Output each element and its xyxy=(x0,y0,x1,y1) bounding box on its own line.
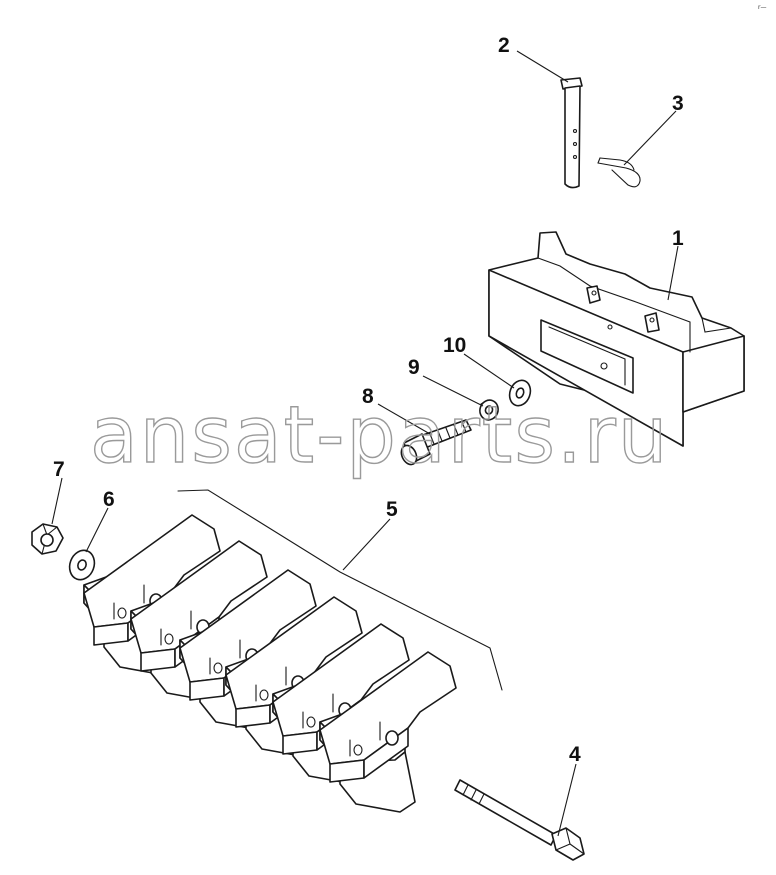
washer-icon xyxy=(68,549,96,581)
leader-2 xyxy=(516,50,569,83)
pin-icon xyxy=(560,77,583,189)
callout-1: 1 xyxy=(672,227,684,250)
hair-clip-icon xyxy=(597,157,641,188)
lock-washer-icon xyxy=(479,399,499,421)
leader-8 xyxy=(377,403,431,435)
leader-3 xyxy=(623,110,677,166)
leader-6 xyxy=(85,507,109,553)
leader-7 xyxy=(51,477,63,525)
nut-icon xyxy=(31,523,64,555)
leader-5 xyxy=(342,518,391,571)
weight-bracket-icon xyxy=(488,231,745,447)
callout-3: 3 xyxy=(672,92,684,115)
leader-4 xyxy=(557,763,577,837)
leader-1 xyxy=(667,245,679,301)
weight-stack-icon xyxy=(83,514,457,813)
corner-mark: r— xyxy=(758,4,766,11)
washer-icon xyxy=(508,379,532,407)
callout-6: 6 xyxy=(103,488,115,511)
callout-10: 10 xyxy=(443,334,466,357)
callout-8: 8 xyxy=(362,385,374,408)
callout-5: 5 xyxy=(386,498,398,521)
callout-2: 2 xyxy=(498,34,510,57)
callout-4: 4 xyxy=(569,743,581,766)
long-bolt-icon xyxy=(454,779,585,861)
watermark: ansat-parts.ru xyxy=(90,391,669,481)
leader-9 xyxy=(422,375,484,407)
weight-plate xyxy=(319,651,457,813)
stack-bracket-line xyxy=(177,489,503,691)
callout-9: 9 xyxy=(408,356,420,379)
callout-7: 7 xyxy=(53,458,65,481)
bolt-icon xyxy=(400,419,472,466)
leader-10 xyxy=(463,353,515,389)
